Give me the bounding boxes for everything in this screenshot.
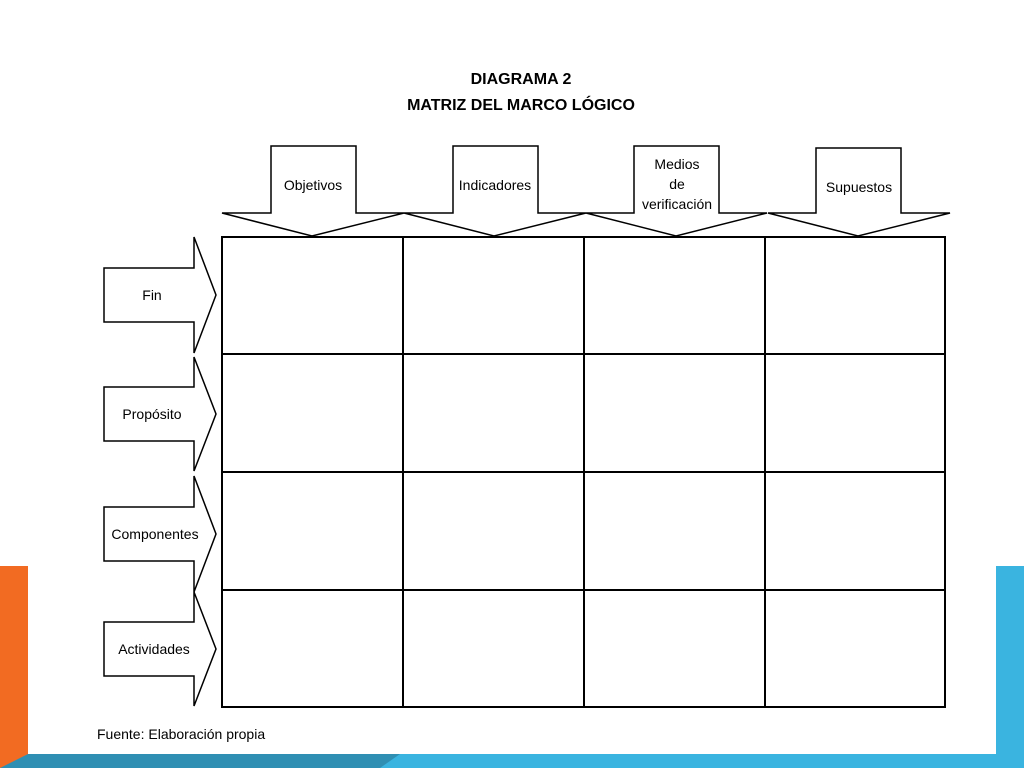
diagram-title: MATRIZ DEL MARCO LÓGICO [407, 95, 635, 114]
left-accent-bar [0, 566, 28, 768]
row-arrow-actividades: Actividades [103, 591, 217, 707]
row-arrow-proposito: Propósito [103, 356, 217, 472]
row-label-proposito: Propósito [122, 406, 181, 422]
diagram-number: DIAGRAMA 2 [471, 71, 572, 88]
column-arrow-medios: Medios de verificación [585, 145, 768, 237]
row-label-componentes: Componentes [111, 526, 198, 542]
column-label-medios-line2: de [669, 176, 685, 192]
column-arrow-supuestos: Supuestos [767, 147, 951, 237]
row-arrow-fin: Fin [103, 236, 217, 354]
column-label-supuestos: Supuestos [826, 179, 892, 195]
column-label-indicadores: Indicadores [459, 177, 531, 193]
column-label-medios-line1: Medios [654, 156, 699, 172]
row-label-actividades: Actividades [118, 641, 190, 657]
column-label-medios-line3: verificación [642, 196, 712, 212]
right-accent-bar [996, 566, 1024, 768]
column-header-arrows: Objetivos Indicadores Medios de verifica… [221, 145, 951, 237]
source-note: Fuente: Elaboración propia [97, 726, 265, 742]
column-arrow-objetivos: Objetivos [221, 145, 405, 237]
column-arrow-indicadores: Indicadores [403, 145, 587, 237]
bottom-accent-bar-dark [0, 754, 400, 768]
column-label-objetivos: Objetivos [284, 177, 342, 193]
row-label-fin: Fin [142, 287, 161, 303]
row-arrow-componentes: Componentes [103, 475, 217, 593]
row-header-arrows: Fin Propósito Componentes Actividades [103, 236, 217, 707]
logframe-matrix [221, 236, 946, 708]
